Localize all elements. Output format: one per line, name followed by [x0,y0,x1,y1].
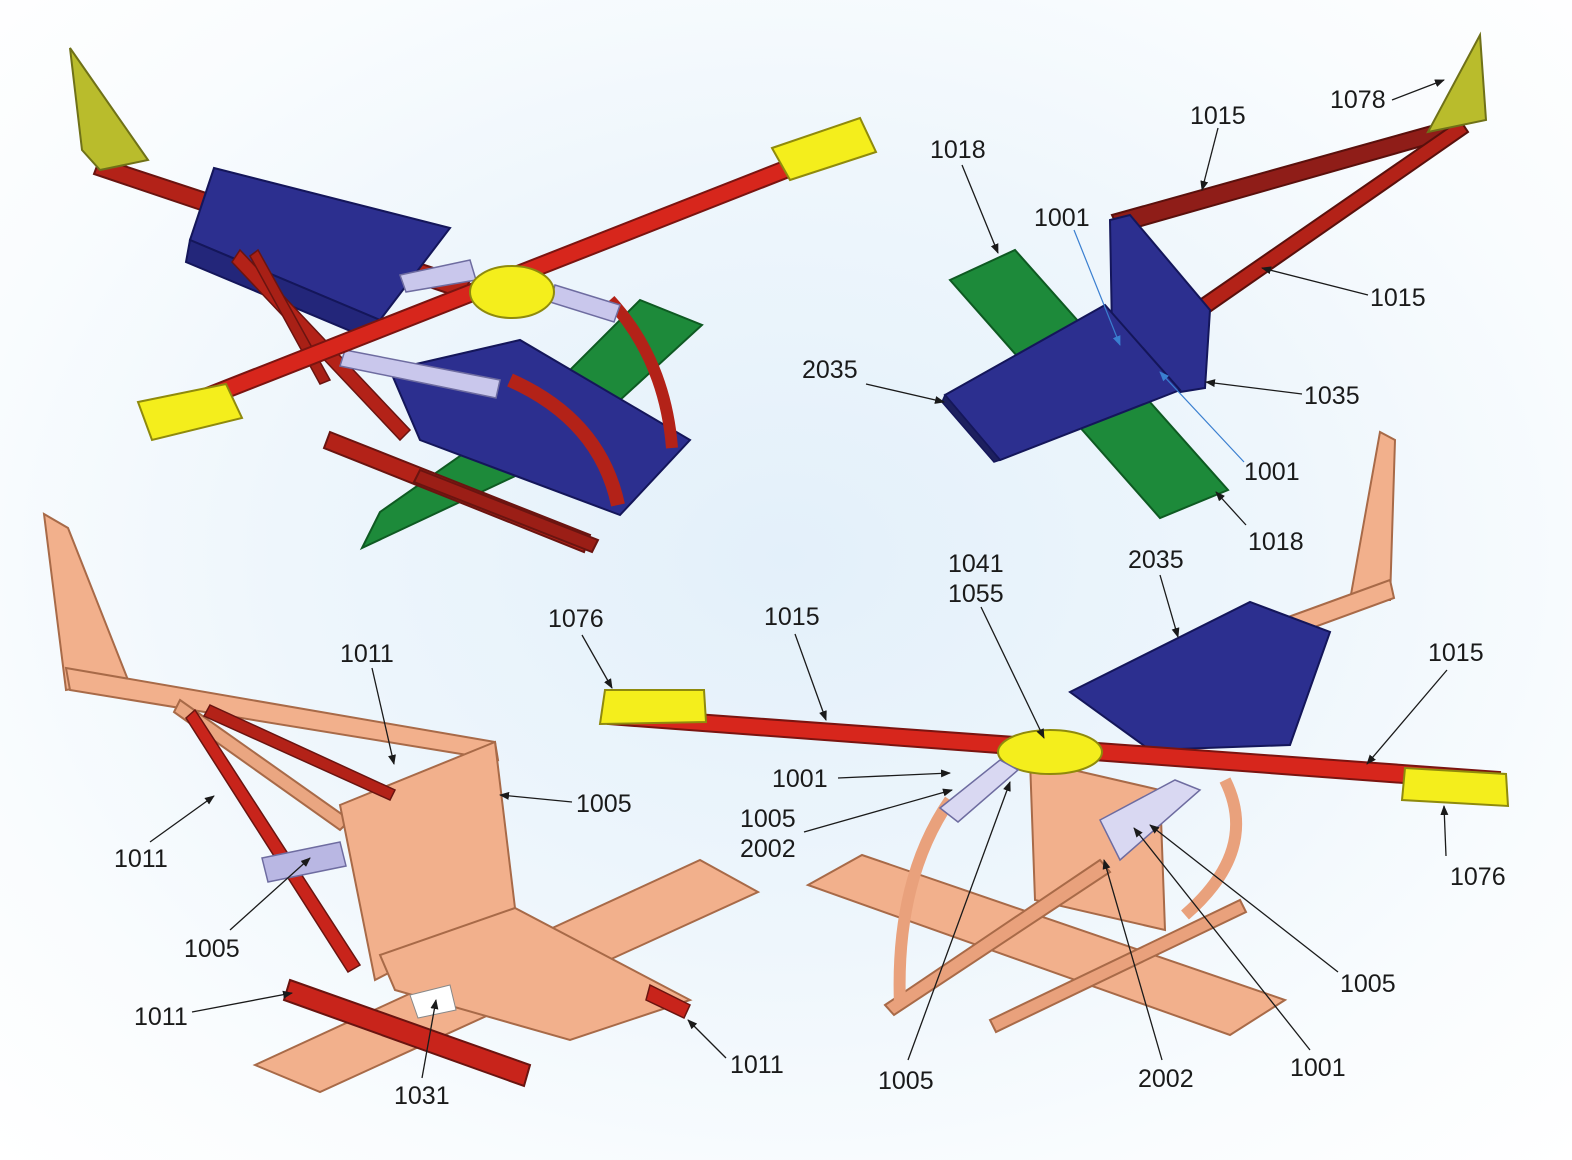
part-label: 1005 [184,935,240,963]
helicopter-complete-model [69,47,878,554]
rotor-tip-plate-left-2 [598,689,708,726]
part-label: 1018 [930,136,986,164]
part-label: 1011 [114,845,168,873]
part-label: 1001 [772,765,828,793]
part-label: 1001 [1290,1054,1346,1082]
lavender-link-2 [339,349,501,399]
part-label: 1011 [340,640,394,668]
lavender-plate-right [1099,779,1202,862]
rotor-tip-plate-right [770,116,878,182]
part-label: 2002 [1138,1065,1194,1093]
copper-tail-fin [42,512,130,692]
part-label: 1005 [878,1067,934,1095]
copper-curved-strip-2 [1181,777,1243,920]
red-end-strip [645,983,691,1020]
rotor-hub-disc [469,265,555,319]
part-label: 1001 [1034,204,1090,232]
helicopter-frame-rear-view [42,512,761,1094]
part-label: 1005 [576,790,632,818]
leader-lines [149,79,1449,1079]
part-label: 2002 [740,835,796,863]
part-label: 1018 [1248,528,1304,556]
tail-strip-upper [1110,116,1466,234]
front-curved-strip-2 [605,295,678,449]
part-label: 1005 [740,805,796,833]
part-label: 1001 [1244,458,1300,486]
red-leg-strip-2 [202,704,397,801]
lavender-plate-left [938,759,1020,823]
rotor-tail-subassembly [941,31,1488,520]
copper-tail-boom-2 [172,698,352,832]
lavender-link-3 [549,284,621,323]
part-label: 2035 [802,356,858,384]
part-label: 1041 [948,550,1004,578]
part-label: 1015 [1370,284,1426,312]
part-label: 1011 [730,1051,784,1079]
skid-strip-rear [412,468,600,554]
part-label: 1015 [764,603,820,631]
copper-leg-strip [883,858,1112,1017]
rotor-tip-plate-right-2 [1400,766,1510,808]
part-label: 1055 [948,580,1004,608]
part-label: 1035 [1304,382,1360,410]
copper-floor-plate [378,906,693,1042]
tail-strip-lower [1186,118,1470,322]
part-label: 1076 [1450,863,1506,891]
rotor-hub-disc-2 [997,729,1103,775]
part-label: 2035 [1128,546,1184,574]
part-label: 1015 [1190,102,1246,130]
part-label: 1011 [134,1003,188,1031]
part-label: 1005 [1340,970,1396,998]
red-leg-strip-1 [185,708,362,974]
copper-curved-strip [893,796,955,1006]
blue-roof-plate [1068,600,1332,752]
tail-fin-plate [1426,31,1488,134]
copper-leg-strip-2 [988,898,1248,1034]
front-curved-strip-1 [507,373,625,507]
copper-tail-fin-2 [1348,430,1397,601]
rotor-tip-plate-left [136,382,244,442]
helicopter-rotor-assembly-view [598,430,1510,1037]
part-labels: 1078 1015 1018 1001 1015 2035 1035 1001 … [114,86,1506,1110]
part-label: 1078 [1330,86,1386,114]
part-label: 1031 [394,1082,450,1110]
part-label: 1076 [548,605,604,633]
part-label: 1015 [1428,639,1484,667]
tail-fin [69,47,150,172]
